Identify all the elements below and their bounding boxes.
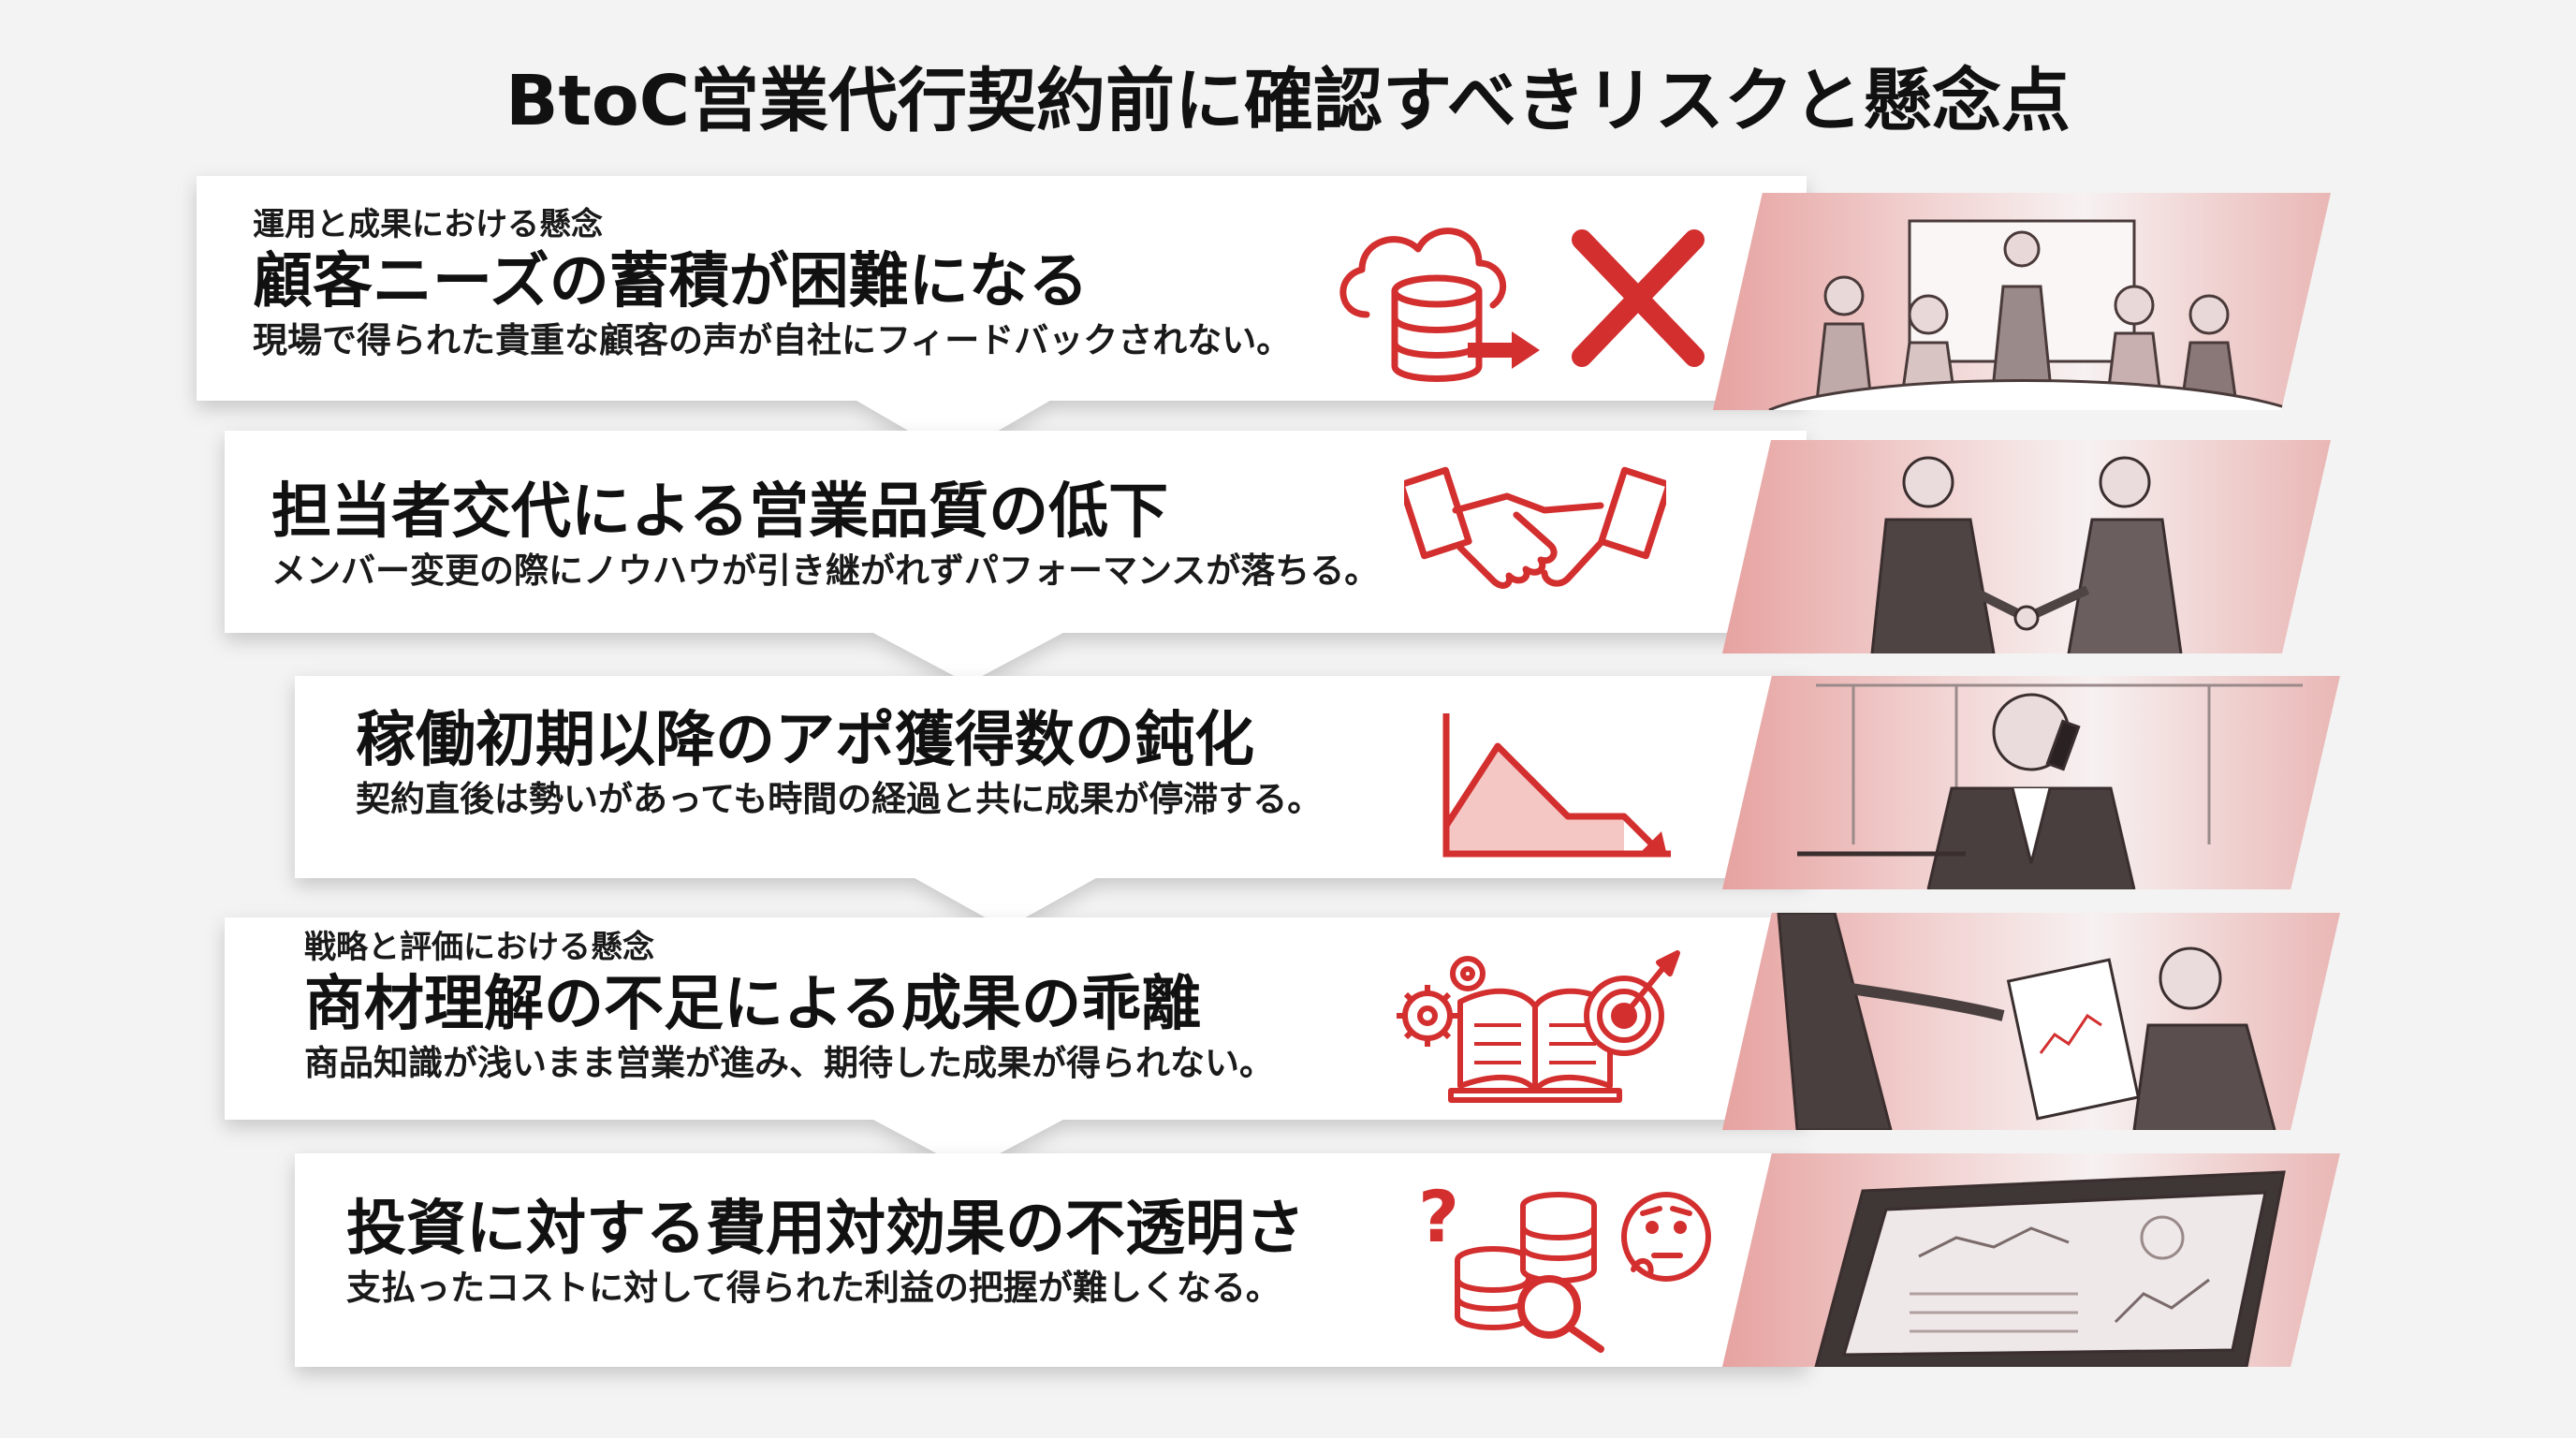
risk-card-3: 稼働初期以降のアポ獲得数の鈍化 契約直後は勢いがあっても時間の経過と共に成果が停… — [295, 676, 1807, 929]
risk-description-5: 支払ったコストに対して得られた利益の把握が難しくなる。 — [346, 1268, 1281, 1308]
risk-heading-2: 担当者交代による営業品質の低下 — [271, 477, 1169, 547]
risk-description-3: 契約直後は勢いがあっても時間の経過と共に成果が停滞する。 — [356, 779, 1323, 819]
cross-icon — [1572, 229, 1705, 367]
arrow-right-icon — [1468, 331, 1540, 369]
handshake-illustration — [1870, 456, 2183, 653]
illustration-panel-3 — [1722, 676, 2340, 889]
meeting-illustration — [1768, 219, 2294, 410]
open-book-icon — [1448, 988, 1622, 1103]
illustration-panel-5 — [1722, 1153, 2340, 1367]
cloud-database-icon — [1339, 227, 1507, 382]
risk-heading-4: 商材理解の不足による成果の乖離 — [304, 970, 1202, 1039]
thinking-face-icon — [1621, 1192, 1711, 1282]
risk-category-4: 戦略と評価における懸念 — [304, 929, 654, 966]
risk-card-2: 担当者交代による営業品質の低下 メンバー変更の際にノウハウが引き継がれずパフォー… — [225, 431, 1807, 683]
risk-card-4: 戦略と評価における懸念 商材理解の不足による成果の乖離 商品知識が浅いまま営業が… — [225, 917, 1807, 1170]
phone-call-illustration — [1797, 683, 2303, 889]
risk-card-5: 投資に対する費用対効果の不透明さ 支払ったコストに対して得られた利益の把握が難し… — [295, 1153, 1807, 1367]
magnifier-icon — [1517, 1275, 1604, 1353]
handshake-icon — [1404, 466, 1666, 589]
illustration-panel-4 — [1722, 913, 2340, 1130]
risk-heading-3: 稼働初期以降のアポ獲得数の鈍化 — [356, 706, 1254, 775]
illustration-panel-2 — [1722, 440, 2331, 653]
target-icon — [1584, 950, 1680, 1056]
risk-heading-5: 投資に対する費用対効果の不透明さ — [346, 1195, 1305, 1264]
risk-description-2: メンバー変更の際にノウハウが引き継がれずパフォーマンスが落ちる。 — [271, 550, 1380, 591]
risk-description-1: 現場で得られた貴重な顧客の声が自社にフィードバックされない。 — [253, 320, 1292, 360]
risk-category-1: 運用と成果における懸念 — [253, 206, 603, 243]
gears-icon — [1397, 956, 1486, 1047]
document-review-illustration — [1777, 913, 2276, 1130]
tablet-dashboard-illustration — [1814, 1170, 2286, 1367]
page-title: BtoC営業代行契約前に確認すべきリスクと懸念点 — [505, 61, 2071, 141]
question-mark-icon: ? — [1418, 1175, 1459, 1258]
risk-heading-1: 顧客ニーズの蓄積が困難になる — [253, 247, 1089, 316]
risk-card-1: 運用と成果における懸念 顧客ニーズの蓄積が困難になる 現場で得られた貴重な顧客の… — [197, 176, 1807, 457]
illustration-panel-1 — [1713, 193, 2331, 410]
risk-description-4: 商品知識が浅いまま営業が進み、期待した成果が得られない。 — [304, 1043, 1274, 1083]
declining-chart-icon — [1442, 713, 1671, 858]
